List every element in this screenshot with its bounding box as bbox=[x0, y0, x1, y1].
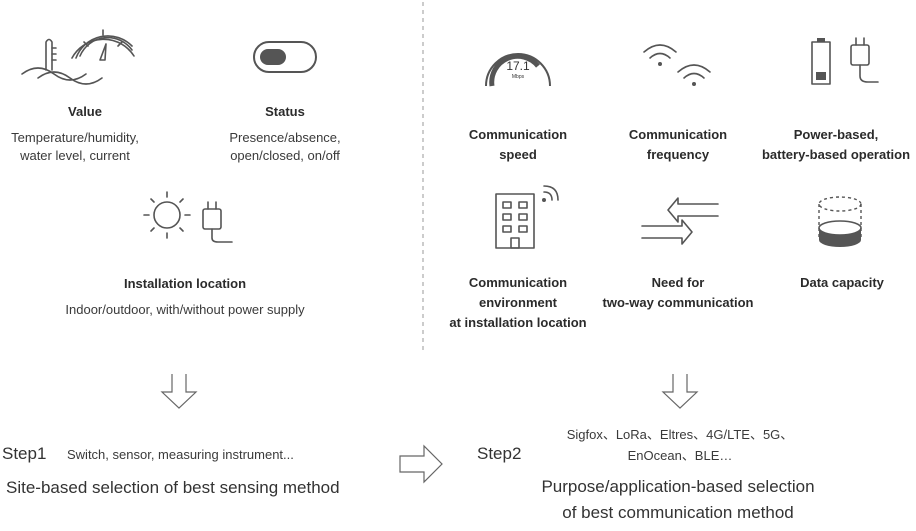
battery-plug-icon bbox=[811, 37, 879, 85]
step1-label: Step1 bbox=[2, 444, 47, 463]
environment-title-line-3: at installation location bbox=[449, 315, 587, 330]
speed-title-line-1: Communication bbox=[468, 127, 568, 142]
speed-title: Communication speed bbox=[458, 125, 578, 165]
step2-heading-line-2: of best communication method bbox=[562, 503, 794, 522]
frequency-title-line-2: frequency bbox=[646, 147, 710, 162]
sun-plug-icon bbox=[143, 191, 233, 243]
right-arrow-icon bbox=[399, 444, 443, 484]
value-desc: Temperature/humidity, water level, curre… bbox=[0, 129, 150, 165]
environment-title-line-1: Communication bbox=[468, 275, 568, 290]
wifi-icon bbox=[643, 44, 711, 86]
step1-heading: Site-based selection of best sensing met… bbox=[6, 478, 340, 497]
power-title-line-1: Power-based, bbox=[793, 127, 879, 142]
step1-sub: Switch, sensor, measuring instrument... bbox=[67, 447, 294, 462]
speedometer-icon: 17.1 Mbps bbox=[485, 53, 551, 87]
environment-title-line-2: environment bbox=[478, 295, 557, 310]
installation-title: Installation location bbox=[123, 276, 247, 291]
two-way-title-line-2: two-way communication bbox=[602, 295, 754, 310]
step2-heading-line-1: Purpose/application-based selection bbox=[541, 477, 815, 496]
two-way-arrows-icon bbox=[641, 197, 719, 245]
status-desc-line-1: Presence/absence, bbox=[229, 130, 341, 145]
thermometer-gauge-icon bbox=[21, 29, 135, 85]
two-way-title: Need for two-way communication bbox=[598, 273, 758, 313]
gauge-value: 17.1 bbox=[506, 59, 530, 73]
environment-title: Communication environment at installatio… bbox=[438, 273, 598, 333]
step2-options: Sigfox、LoRa、Eltres、4G/LTE、5G、 EnOcean、BL… bbox=[550, 424, 810, 466]
step2-label: Step2 bbox=[477, 444, 522, 463]
frequency-title: Communication frequency bbox=[618, 125, 738, 165]
toggle-switch-icon bbox=[253, 41, 317, 73]
value-title: Value bbox=[68, 104, 102, 119]
building-signal-icon bbox=[495, 185, 559, 249]
installation-desc: Indoor/outdoor, with/without power suppl… bbox=[65, 302, 305, 317]
two-way-title-line-1: Need for bbox=[651, 275, 705, 290]
down-arrow-left-icon bbox=[160, 374, 198, 409]
speed-title-line-2: speed bbox=[499, 147, 537, 162]
down-arrow-right-icon bbox=[661, 374, 699, 409]
value-desc-line-2: water level, current bbox=[20, 148, 130, 163]
status-title: Status bbox=[265, 104, 305, 119]
frequency-title-line-1: Communication bbox=[628, 127, 728, 142]
status-desc-line-2: open/closed, on/off bbox=[230, 148, 340, 163]
gauge-unit: Mbps bbox=[512, 74, 525, 80]
step2-options-line-2: EnOcean、BLE… bbox=[627, 448, 733, 463]
value-desc-line-1: Temperature/humidity, bbox=[11, 130, 139, 145]
capacity-title: Data capacity bbox=[800, 275, 884, 290]
step2-options-line-1: Sigfox、LoRa、Eltres、4G/LTE、5G、 bbox=[566, 427, 794, 442]
step2-heading: Purpose/application-based selection of b… bbox=[510, 474, 846, 526]
power-title: Power-based, battery-based operation bbox=[756, 125, 916, 165]
status-desc: Presence/absence, open/closed, on/off bbox=[210, 129, 360, 165]
database-icon bbox=[818, 196, 862, 247]
power-title-line-2: battery-based operation bbox=[761, 147, 911, 162]
